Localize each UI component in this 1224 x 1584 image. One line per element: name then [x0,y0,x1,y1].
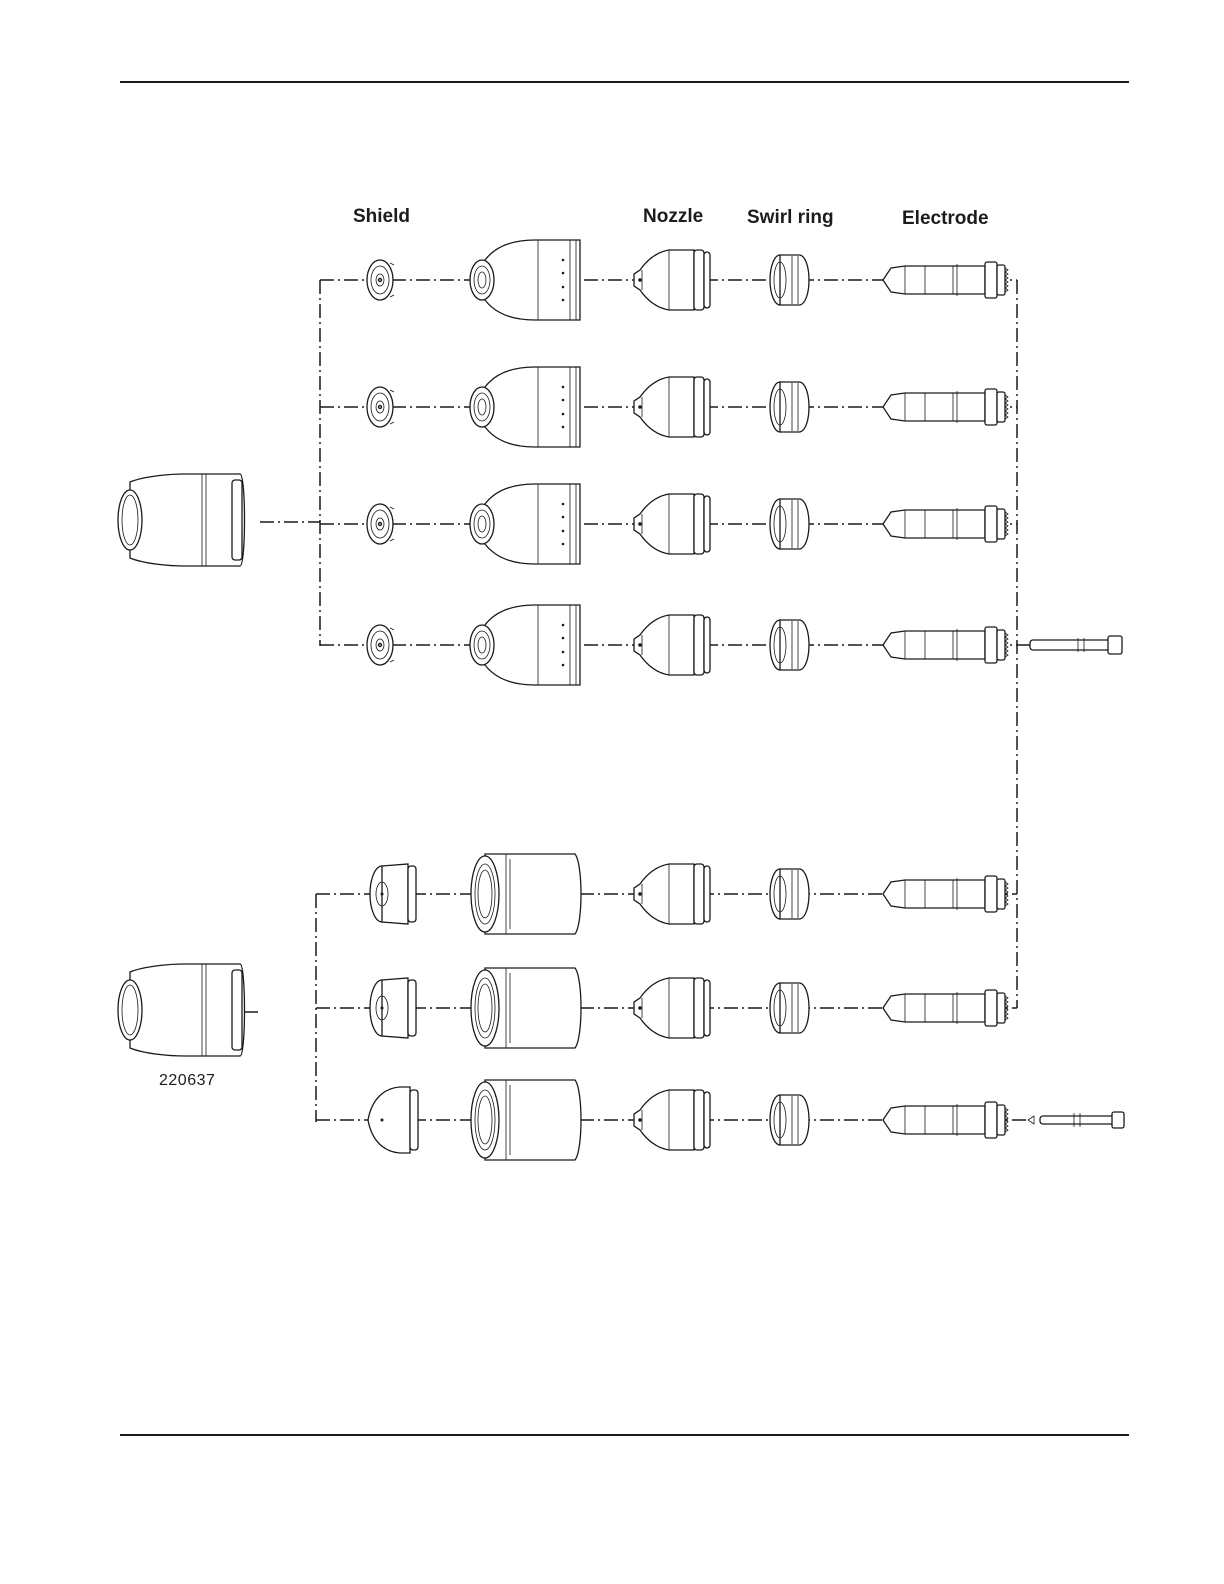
electrode-tool-lower [1028,1112,1124,1128]
lower-assembly-rows [118,854,1124,1160]
electrode-tool-upper [1030,636,1122,654]
